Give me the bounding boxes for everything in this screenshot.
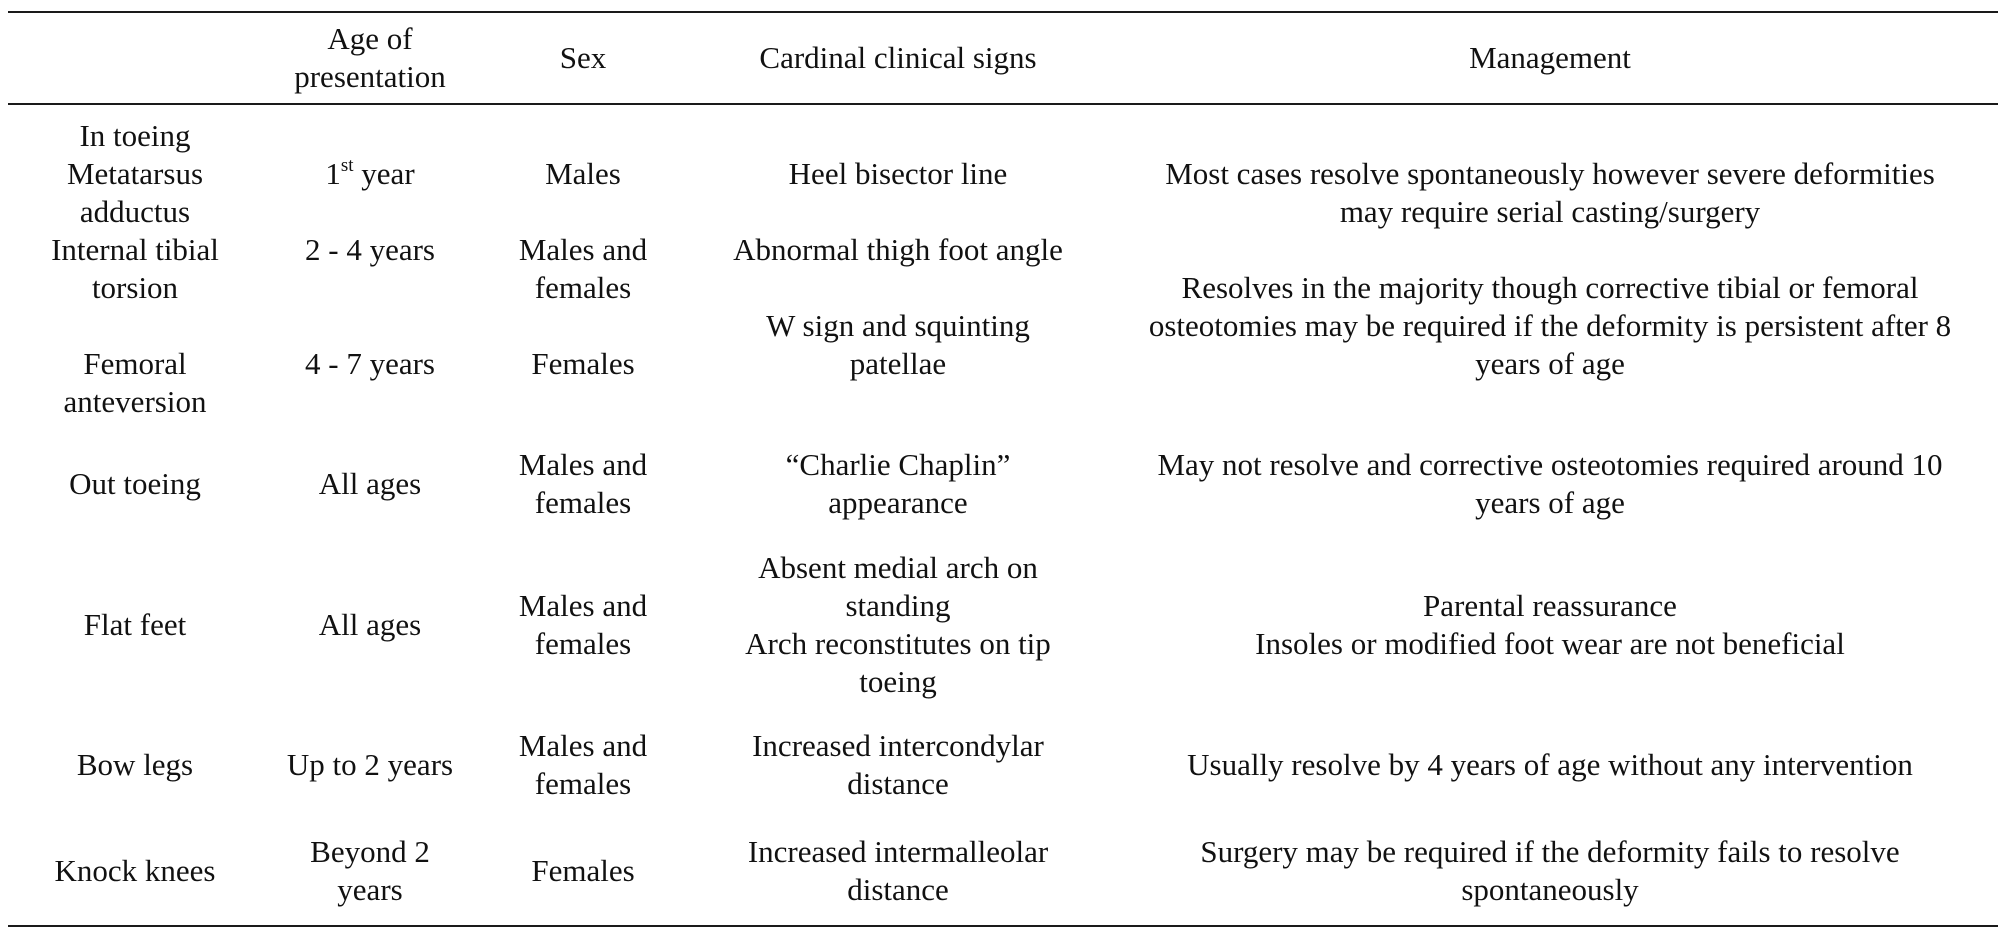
- age-internal-tibial-torsion: 2 - 4 years: [305, 232, 435, 267]
- management-tibial-femoral: Resolves in the majority though correcti…: [1148, 270, 1952, 381]
- sex-metatarsus-adductus: Males: [545, 156, 621, 191]
- management-metatarsus-adductus: Most cases resolve spontaneously however…: [1165, 156, 1935, 229]
- header-age-of-presentation: Age of presentation: [294, 21, 446, 94]
- header-management: Management: [1469, 40, 1631, 75]
- age-flat-feet: All ages: [318, 607, 422, 642]
- sex-out-toeing: Males and females: [518, 447, 648, 520]
- signs-internal-tibial-torsion: Abnormal thigh foot angle: [733, 232, 1063, 267]
- management-knock-knees: Surgery may be required if the deformity…: [1200, 834, 1900, 907]
- condition-internal-tibial-torsion: Internal tibial torsion: [51, 232, 219, 305]
- condition-out-toeing: Out toeing: [69, 466, 201, 501]
- sex-knock-knees: Females: [531, 853, 635, 888]
- table-top-rule: [8, 11, 1998, 13]
- condition-femoral-anteversion: Femoral anteversion: [63, 346, 207, 419]
- condition-bow-legs: Bow legs: [76, 747, 194, 782]
- condition-knock-knees: Knock knees: [54, 853, 216, 888]
- management-bow-legs: Usually resolve by 4 years of age withou…: [1187, 747, 1913, 782]
- age-knock-knees: Beyond 2 years: [310, 834, 430, 907]
- table-bottom-rule: [8, 925, 1998, 927]
- condition-flat-feet: Flat feet: [83, 607, 187, 642]
- age-metatarsus-adductus: 1st year: [325, 155, 415, 191]
- management-out-toeing: May not resolve and corrective osteotomi…: [1157, 447, 1943, 520]
- sex-bow-legs: Males and females: [518, 728, 648, 801]
- signs-flat-feet: Absent medial arch on standing Arch reco…: [745, 550, 1051, 699]
- table-header-rule: [8, 103, 1998, 105]
- header-sex: Sex: [559, 40, 607, 75]
- signs-knock-knees: Increased intermalleolar distance: [747, 834, 1049, 907]
- header-cardinal-clinical-signs: Cardinal clinical signs: [759, 40, 1037, 75]
- management-flat-feet: Parental reassurance Insoles or modified…: [1255, 588, 1845, 661]
- sex-internal-tibial-torsion: Males and females: [518, 232, 648, 305]
- age-bow-legs: Up to 2 years: [286, 747, 454, 782]
- group-label-in-toeing: In toeing: [79, 118, 191, 153]
- age-femoral-anteversion: 4 - 7 years: [305, 346, 435, 381]
- signs-bow-legs: Increased intercondylar distance: [752, 728, 1044, 801]
- sex-flat-feet: Males and females: [518, 588, 648, 661]
- condition-metatarsus-adductus: Metatarsus adductus: [66, 156, 204, 229]
- sex-femoral-anteversion: Females: [531, 346, 635, 381]
- signs-out-toeing: “Charlie Chaplin” appearance: [785, 447, 1011, 520]
- signs-femoral-anteversion: W sign and squinting patellae: [766, 308, 1030, 381]
- age-out-toeing: All ages: [318, 466, 422, 501]
- signs-metatarsus-adductus: Heel bisector line: [788, 156, 1008, 191]
